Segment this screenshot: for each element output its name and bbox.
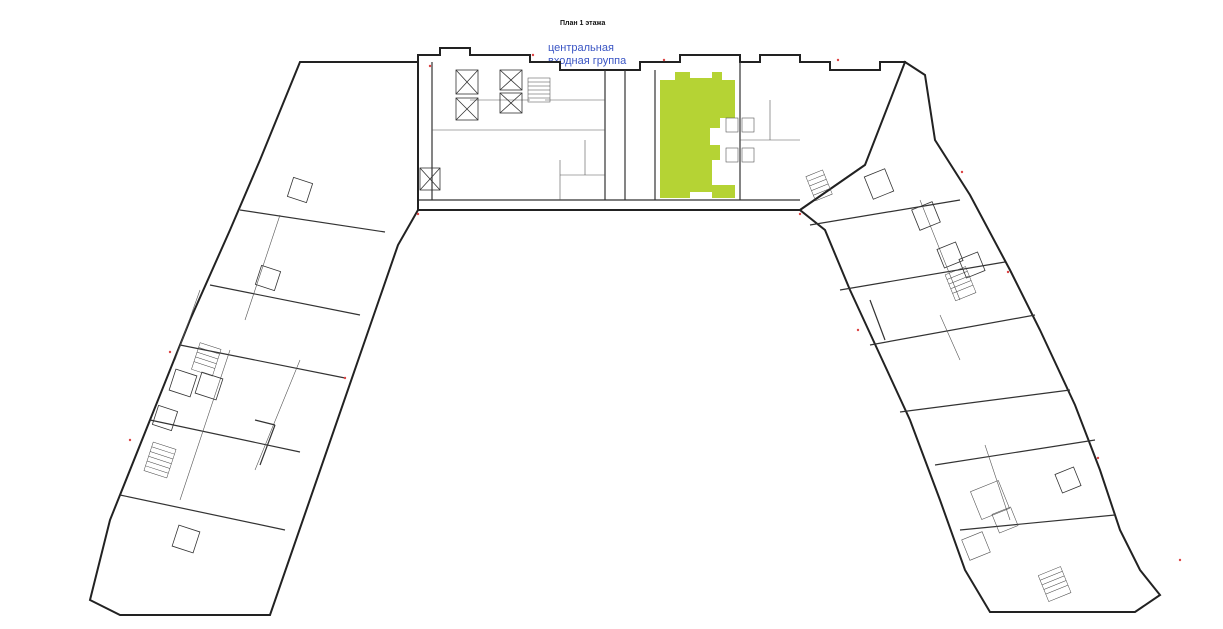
elevator-icon bbox=[171, 524, 201, 554]
central-wing bbox=[394, 47, 906, 211]
elevator-icon bbox=[455, 97, 479, 121]
stair-icon bbox=[143, 441, 177, 479]
right-wing bbox=[798, 60, 1162, 613]
elevator-icon bbox=[911, 201, 941, 231]
left-wing-outline bbox=[88, 61, 419, 616]
elevator-icon bbox=[499, 92, 523, 114]
elevator-icon bbox=[419, 167, 441, 191]
elevator-icon bbox=[936, 241, 964, 269]
elevator-icon bbox=[863, 168, 895, 200]
page-title: План 1 этажа bbox=[560, 20, 606, 27]
axis-marks bbox=[128, 53, 1182, 562]
elevator-icon bbox=[499, 69, 523, 91]
stair-icon bbox=[805, 169, 833, 202]
elevator-icon bbox=[286, 176, 314, 204]
entrance-label-line-2: входная группа bbox=[548, 55, 627, 67]
stair-icon bbox=[527, 77, 551, 103]
elevator-icon bbox=[151, 404, 179, 432]
elevator-icon bbox=[1054, 466, 1082, 494]
right-wing-outline bbox=[798, 60, 1162, 613]
stair-icon bbox=[944, 266, 977, 302]
entrance-label-line-1: центральная bbox=[548, 42, 614, 54]
elevator-icon bbox=[168, 368, 198, 398]
elevator-icon bbox=[455, 69, 479, 95]
left-wing bbox=[88, 61, 419, 616]
elevator-icon bbox=[958, 251, 986, 279]
stair-icon bbox=[1037, 566, 1072, 602]
elevator-icon bbox=[254, 264, 282, 292]
central-entrance-label: центральная входная группа bbox=[548, 42, 626, 68]
stair-icon bbox=[191, 342, 222, 377]
highlighted-premises bbox=[660, 72, 735, 198]
